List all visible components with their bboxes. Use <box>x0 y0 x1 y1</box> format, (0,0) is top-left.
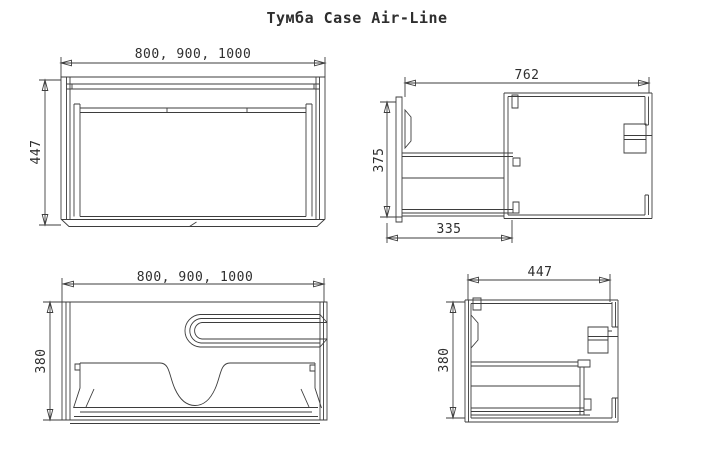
page-title: Тумба Case Air-Line <box>266 9 447 27</box>
side-closed-extension-lines <box>446 274 611 419</box>
front-view: 800, 900, 1000 447 <box>29 47 325 227</box>
top-depth-label: 380 <box>34 349 49 374</box>
side-open-drawer-front <box>395 96 412 223</box>
side-open-height-label: 375 <box>372 148 387 173</box>
side-open-extension-label: 335 <box>437 222 462 237</box>
side-open-depth-label: 762 <box>515 68 540 83</box>
side-view-open: 762 375 335 <box>372 68 653 243</box>
top-drawer <box>70 362 322 424</box>
side-closed-height-label: 380 <box>437 348 452 373</box>
side-closed-drawer-box <box>471 359 592 416</box>
top-rear-slot <box>184 314 328 348</box>
top-outline <box>61 301 328 421</box>
side-open-cabinet-outline <box>503 92 653 219</box>
side-closed-depth-label: 447 <box>528 265 553 280</box>
side-view-closed: 447 380 <box>437 265 619 423</box>
top-width-label: 800, 900, 1000 <box>137 270 254 285</box>
top-view: 800, 900, 1000 380 <box>34 270 328 424</box>
top-extension-lines <box>43 278 325 421</box>
front-height-label: 447 <box>29 140 44 165</box>
front-outline <box>60 76 326 227</box>
side-open-drawer-rails <box>402 152 521 217</box>
side-closed-cabinet-outline <box>464 297 619 423</box>
side-closed-wall-bracket <box>587 326 618 354</box>
front-width-label: 800, 900, 1000 <box>135 47 252 62</box>
front-extension-lines <box>39 57 326 226</box>
